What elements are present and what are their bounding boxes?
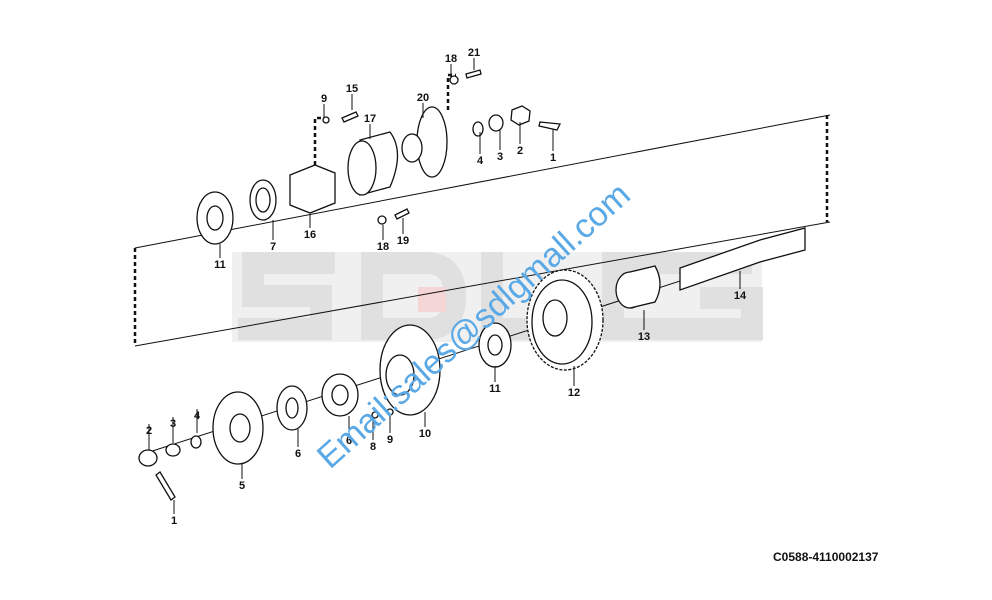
callout-label: 19 xyxy=(397,235,409,247)
callout-label: 16 xyxy=(304,229,316,241)
callout-label: 9 xyxy=(387,434,393,446)
callout-label: 15 xyxy=(346,83,358,95)
assembly-guide-lines xyxy=(133,73,831,456)
upper-shaft-assembly xyxy=(196,69,562,245)
callout-label: 4 xyxy=(194,410,201,422)
callout-label: 12 xyxy=(568,387,580,399)
callout-label: 14 xyxy=(734,290,747,302)
callout-label: 2 xyxy=(517,145,523,157)
drawing-code: C0588-4110002137 xyxy=(773,550,879,564)
callout-label: 3 xyxy=(170,418,176,430)
callout-leaders xyxy=(148,58,741,514)
callout-label: 8 xyxy=(370,441,376,453)
callout-label: 1 xyxy=(550,152,556,164)
callout-label: 18 xyxy=(445,53,457,65)
callout-label: 10 xyxy=(419,428,431,440)
callout-label: 5 xyxy=(239,480,245,492)
lower-gear-assembly xyxy=(138,269,604,501)
callout-label: 1 xyxy=(171,515,177,527)
callout-label: 11 xyxy=(214,259,226,271)
callout-label: 4 xyxy=(477,155,484,167)
shaft-part-14 xyxy=(615,227,806,309)
callout-label: 21 xyxy=(468,47,480,59)
callout-label: 20 xyxy=(417,92,429,104)
callout-label: 11 xyxy=(489,383,501,395)
callout-label: 3 xyxy=(497,151,503,163)
callout-label: 6 xyxy=(346,435,352,447)
callout-label: 13 xyxy=(638,331,650,343)
callout-label: 17 xyxy=(364,113,376,125)
callout-label: 6 xyxy=(295,448,301,460)
callout-label: 18 xyxy=(377,241,389,253)
callout-label: 7 xyxy=(270,241,276,253)
callout-label: 2 xyxy=(146,425,152,437)
callout-label: 9 xyxy=(321,93,327,105)
callout-labels: 18 21 9 15 20 17 4 3 2 1 11 7 16 18 19 1… xyxy=(146,47,747,527)
